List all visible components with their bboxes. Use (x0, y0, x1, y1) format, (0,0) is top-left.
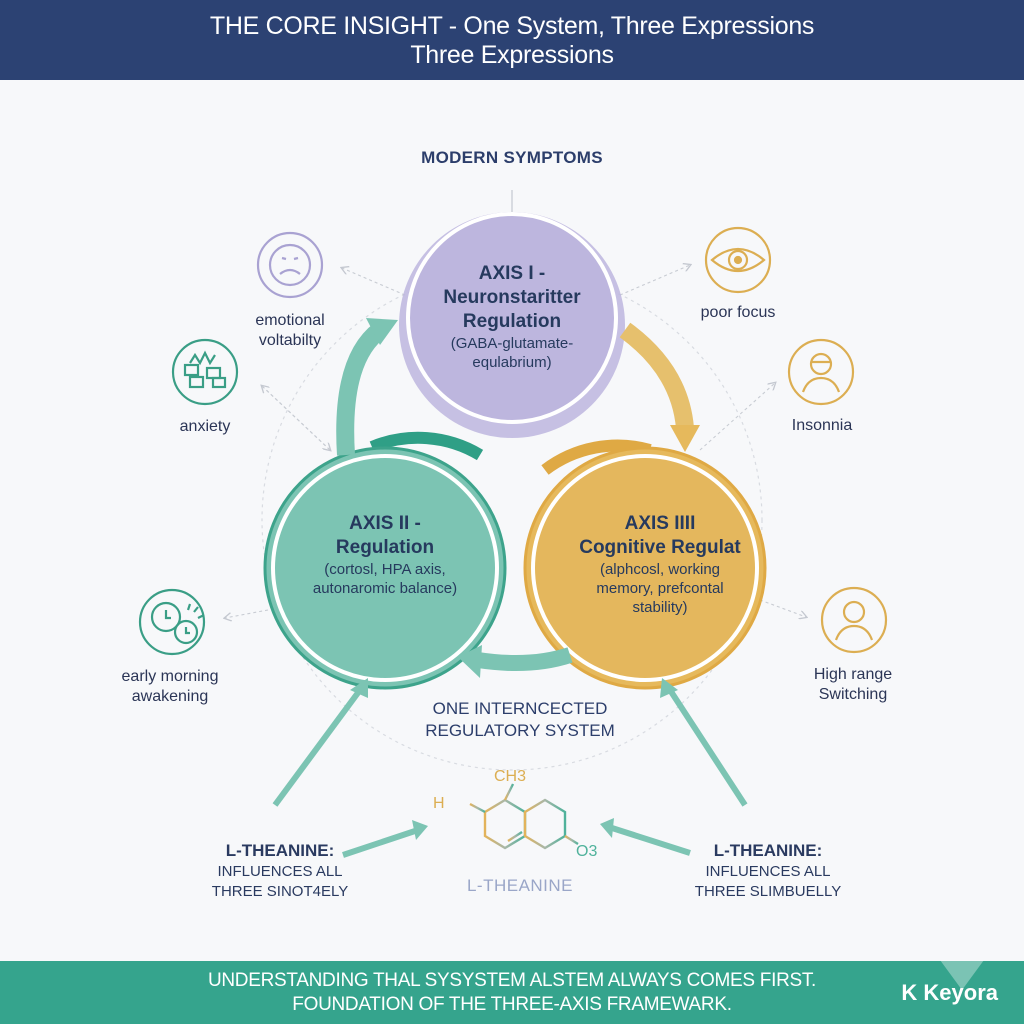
connector-high-range (759, 599, 806, 617)
symptom-emotional-volatility: emotional voltabilty (230, 311, 350, 351)
diagram-canvas (138, 190, 888, 858)
axis-2-sub-line2: autonaromic balance) (312, 580, 458, 597)
symptom-poor-focus: poor focus (678, 303, 798, 323)
brand-mark-icon: K (901, 980, 918, 1005)
axis-3-title-line1: AXIS IIII (624, 513, 696, 534)
modern-symptoms-title: MODERN SYMPTOMS (421, 148, 603, 167)
axis-1-circle (399, 212, 625, 438)
axis-1-title-line3: Regulation (462, 311, 562, 332)
theanine-left-line1: INFLUENCES ALL (217, 863, 343, 880)
molecule-atom-o3: O3 (576, 843, 598, 860)
axis-3-label: AXIS IIII Cognitive Regulat (alphcosl, w… (560, 512, 760, 617)
footer-banner: UNDERSTANDING THAL SYSYSTEM ALSTEM ALWAY… (0, 961, 1024, 1024)
theanine-right-line2: THREE SLIMBUELLY (694, 883, 842, 900)
cycle-arrow-1-to-3 (619, 322, 700, 452)
header-banner: THE CORE INSIGHT - One System, Three Exp… (0, 0, 1024, 80)
symptom-label-line2: Switching (818, 686, 888, 703)
insomnia-person-icon (787, 338, 855, 406)
center-caption-line1: ONE INTERNCECTED (432, 699, 608, 718)
symptom-label-line1: High range (813, 666, 893, 683)
axis-2-circle (263, 431, 507, 690)
molecule-label: L-THEANINE (466, 876, 574, 895)
theanine-caption-left: L-THEANINE: INFLUENCES ALL THREE SINOT4E… (200, 840, 360, 902)
arrow-left-to-molecule (342, 827, 419, 858)
cycle-arrow-3-to-2 (458, 645, 573, 678)
molecule-atom-ch3: CH3 (494, 768, 527, 785)
brand-diamond-icon (940, 960, 984, 990)
axis-1-title-line2: Neuronstaritter (443, 287, 581, 308)
axis-3-sub-line1: (alphcosl, working (599, 561, 721, 578)
symptom-insomnia: Insonnia (762, 416, 882, 436)
symptom-label-line1: early morning (121, 668, 219, 685)
axis-2-title-line2: Regulation (335, 537, 435, 558)
symptom-label-line1: Insonnia (791, 417, 853, 434)
connector-poor-focus (619, 265, 690, 296)
symptom-anxiety: anxiety (145, 417, 265, 437)
axis-2-label: AXIS II - Regulation (cortosl, HPA axis,… (285, 512, 485, 598)
arrow-right-to-axis3 (667, 688, 748, 807)
connector-insomnia (699, 383, 775, 451)
symptom-label-line1: poor focus (700, 304, 776, 321)
anxiety-waves-icon (171, 338, 239, 406)
theanine-right-line1: INFLUENCES ALL (705, 863, 831, 880)
clock-alarm-icon (138, 588, 206, 656)
connector-early-morning (225, 609, 269, 618)
symptom-early-morning-awakening: early morning awakening (100, 667, 240, 707)
symptom-label-line1: anxiety (179, 418, 231, 435)
theanine-left-heading: L-THEANINE: (225, 841, 335, 860)
high-range-person-icon (820, 586, 888, 654)
brand-name: Keyora (923, 980, 998, 1005)
sad-face-icon (256, 231, 324, 299)
theanine-right-heading: L-THEANINE: (713, 841, 823, 860)
symptom-label-line2: awakening (131, 688, 209, 705)
l-theanine-molecule (469, 783, 579, 850)
molecule-atom-h: H (433, 795, 445, 812)
brand-logo: K Keyora (901, 980, 998, 1006)
symptom-label-line1: emotional (255, 312, 325, 329)
arrow-right-to-molecule (611, 825, 691, 856)
theanine-caption-right: L-THEANINE: INFLUENCES ALL THREE SLIMBUE… (688, 840, 848, 902)
header-title-line1: THE CORE INSIGHT - One System, Three Exp… (209, 12, 815, 40)
axis-3-title-line2: Cognitive Regulat (579, 537, 741, 558)
axis-1-label: AXIS I - Neuronstaritter Regulation (GAB… (412, 262, 612, 372)
axis-2-title-line1: AXIS II - (349, 513, 421, 534)
theanine-left-line2: THREE SINOT4ELY (211, 883, 349, 900)
center-caption: ONE INTERNCECTED REGULATORY SYSTEM (400, 698, 640, 742)
center-caption-line2: REGULATORY SYSTEM (425, 721, 615, 740)
eye-icon (704, 226, 772, 294)
footer-line1: UNDERSTANDING THAL SYSYSTEM ALSTEM ALWAY… (207, 970, 817, 991)
symptom-high-range-switching: High range Switching (793, 665, 913, 705)
arrow-left-to-axis2 (272, 688, 363, 807)
axis-3-sub-line3: stability) (632, 599, 688, 616)
footer-line2: FOUNDATION OF THE THREE-AXIS FRAMEWARK. (292, 994, 732, 1015)
connector-emotional (342, 268, 406, 296)
axis-3-circle (523, 439, 767, 690)
header-title-line2: Three Expressions (410, 41, 614, 69)
axis-1-sub-line2: equlabrium) (472, 354, 552, 371)
axis-1-title-line1: AXIS I - (478, 263, 546, 284)
axis-1-sub-line1: (GABA-glutamate- (450, 335, 574, 352)
cycle-arrow-2-to-1 (336, 318, 398, 456)
symptom-label-line2: voltabilty (258, 332, 322, 349)
axis-2-sub-line1: (cortosl, HPA axis, (324, 561, 446, 578)
axis-3-sub-line2: memory, prefcontal (596, 580, 724, 597)
